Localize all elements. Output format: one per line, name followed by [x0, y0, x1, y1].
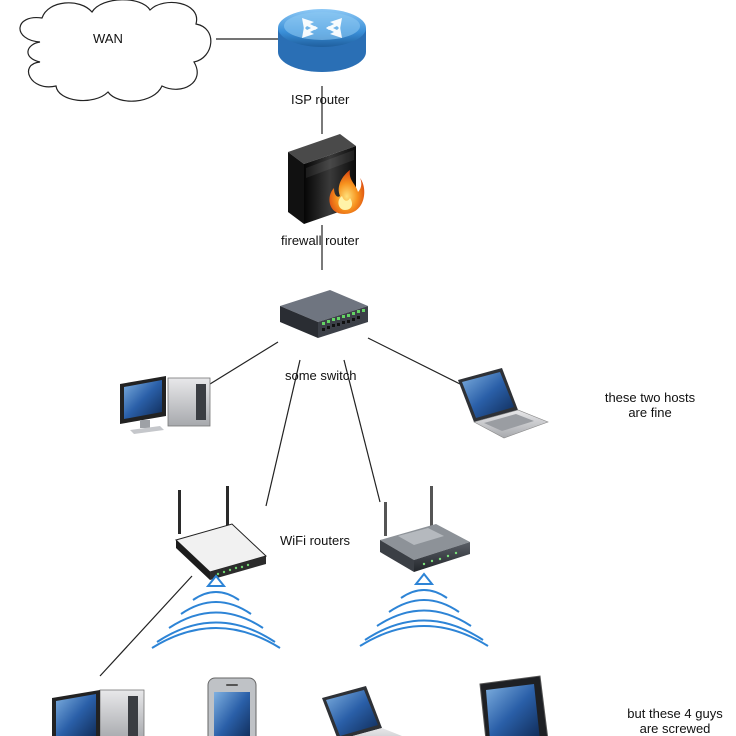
switch-label: some switch [285, 368, 357, 383]
fire-icon [329, 170, 365, 214]
laptop-wired-icon [458, 368, 549, 439]
switch-icon [280, 290, 368, 338]
edge-switch-wifi-right [343, 359, 381, 503]
wifi-router-right-icon [380, 486, 470, 572]
wan-cloud-icon [19, 0, 212, 102]
desktop-wired-icon [120, 376, 211, 434]
laptop-wireless-icon [322, 686, 402, 736]
screwed-hosts-note: but these 4 guys are screwed [616, 706, 734, 736]
desktop-wireless-icon [52, 689, 145, 736]
fine-hosts-note: these two hosts are fine [588, 390, 712, 420]
isp-router-label: ISP router [291, 92, 350, 107]
wifi-signal-right-icon [359, 572, 489, 647]
fine-note-line2: are fine [628, 405, 672, 420]
phone-wireless-icon [207, 677, 257, 736]
screwed-note-line2: are screwed [639, 721, 711, 736]
edge-switch-desktop [209, 341, 279, 385]
wifi-signal-left-icon [151, 574, 281, 649]
edge-wifi-left-desktop [99, 575, 193, 677]
wifi-router-left-icon [175, 486, 267, 580]
tablet-wireless-icon [479, 675, 549, 736]
wan-label: WAN [93, 31, 123, 46]
edge-switch-laptop [367, 337, 461, 385]
connection-lines [99, 38, 461, 677]
isp-router-icon [278, 9, 366, 72]
wifi-routers-label: WiFi routers [280, 533, 351, 548]
edge-switch-wifi-left [265, 359, 301, 507]
screwed-note-line1: but these 4 guys [627, 706, 723, 721]
fine-note-line1: these two hosts [604, 390, 696, 405]
firewall-router-label: firewall router [281, 233, 360, 248]
firewall-router-icon [288, 134, 365, 224]
